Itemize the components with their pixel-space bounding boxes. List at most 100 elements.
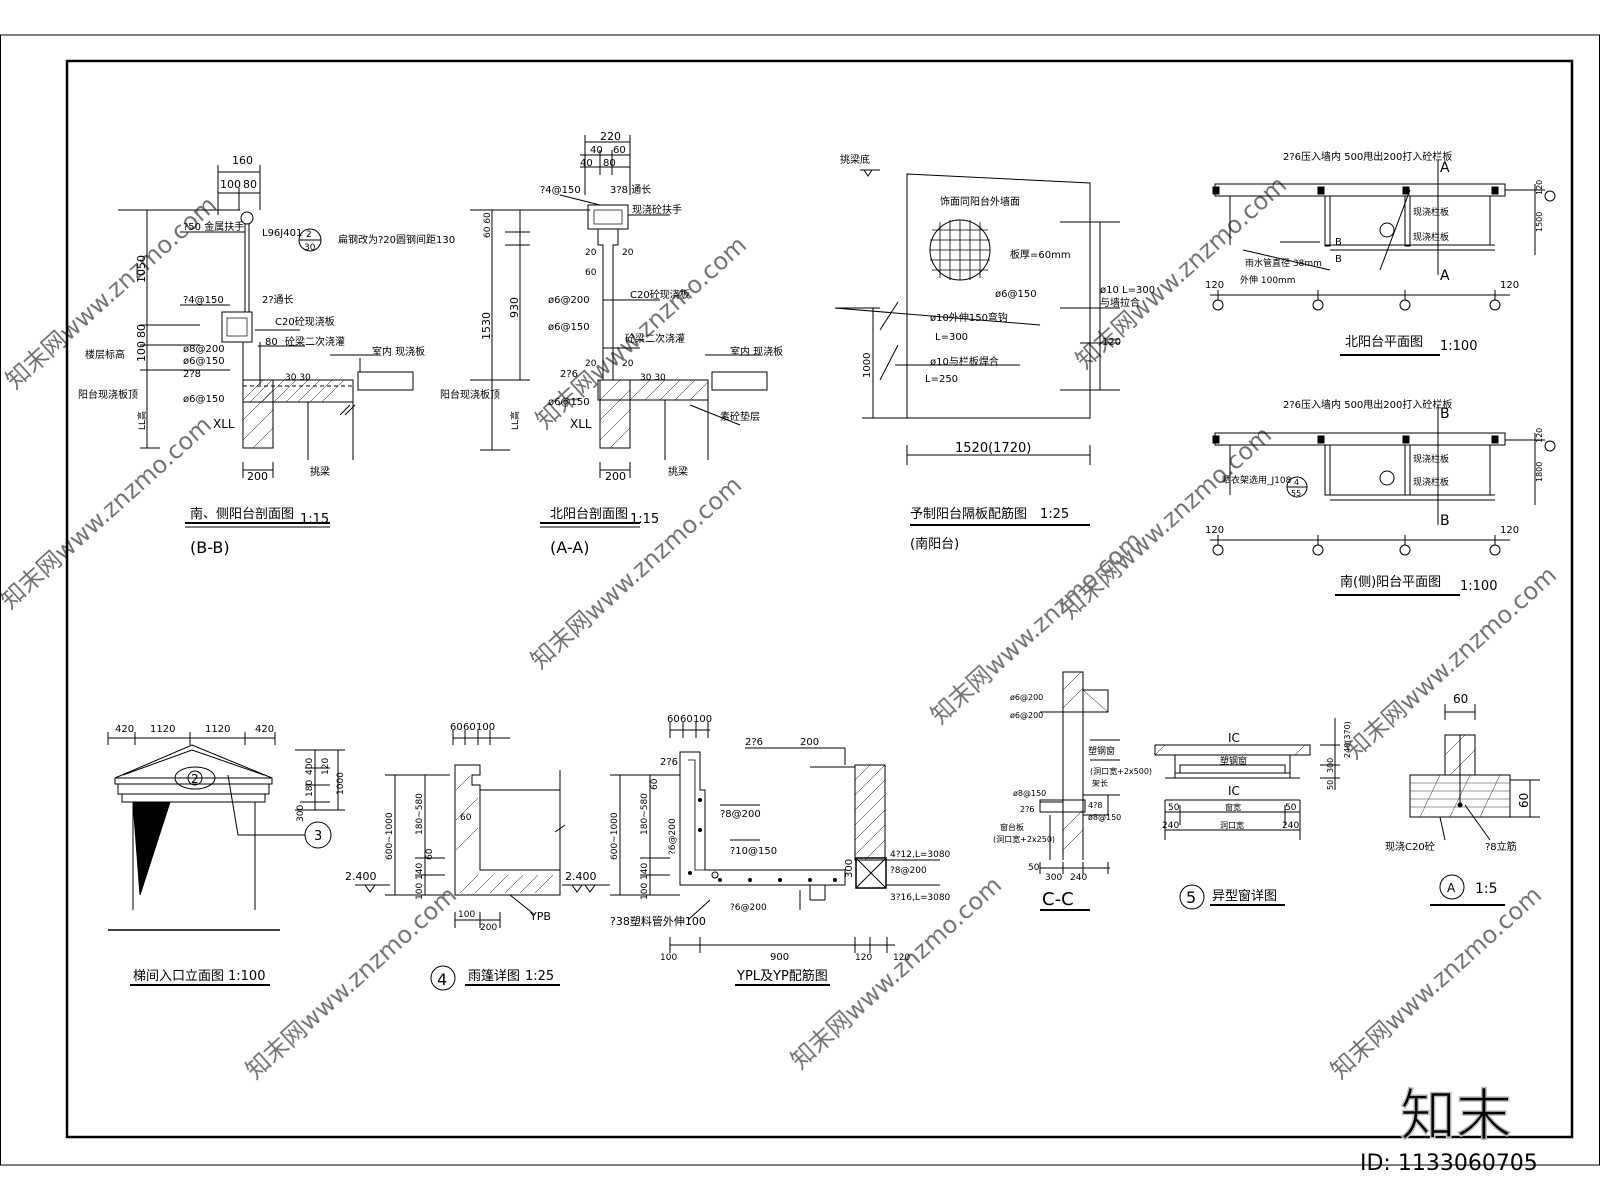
note-rack: 晒衣架选用_J108 <box>1222 474 1292 486</box>
label-3030: 30 30 <box>640 373 666 383</box>
dim-range1: 600~1000 <box>610 812 620 860</box>
dim-ll: LL高 <box>509 411 521 430</box>
detail-a-text: 60 60 现浇C20砼 ?8立筋 A 1:5 <box>1385 692 1531 897</box>
label-2-8: 2?8 <box>183 369 201 380</box>
label-8at150b: ø8@150 <box>1088 813 1121 822</box>
window-num: 5 <box>1186 888 1196 907</box>
panel-subtitle: (南阳台) <box>910 536 959 552</box>
dim-120a: 120 <box>1205 525 1224 536</box>
dim-120a: 120 <box>855 953 872 963</box>
dim-60c: 60 <box>650 778 660 790</box>
label-8at200: ø8@200 <box>183 344 225 355</box>
dim-range1: 600~1000 <box>385 812 395 860</box>
south-plan-ref-bubble: 4 55 <box>1286 476 1308 498</box>
dim-300: 300 <box>1045 873 1062 883</box>
south-plan-title: 南(侧)阳台平面图 <box>1340 574 1441 590</box>
circle-2: 2 <box>191 772 199 786</box>
label-span: 架长 <box>1092 778 1108 788</box>
canopy-scale: 1:25 <box>525 969 554 984</box>
label-2-6b: 2?6 <box>660 757 678 768</box>
dim-50: 50 <box>1326 780 1335 790</box>
label-window: 塑钢窗 <box>1088 745 1115 757</box>
label-sill: 窗台板 <box>1000 822 1024 832</box>
label-6at150: ø6@150 <box>995 289 1037 300</box>
south-section-ref-bubble: 2 30 <box>298 228 322 253</box>
dim-200: 200 <box>247 470 268 483</box>
label-slab-top: 阳台现浇板顶 <box>440 388 500 401</box>
mark-b1: B <box>1335 237 1342 248</box>
dim-60b: 60 <box>680 714 693 725</box>
dim-40b: 40 <box>580 158 593 169</box>
north-section-scale: 1:15 <box>630 512 659 527</box>
label-indoor-slab: 室内 现浇板 <box>372 345 425 358</box>
label-window-width: 窗宽 <box>1225 802 1241 812</box>
south-section-drawing <box>118 165 414 528</box>
detail-a-drawing <box>1409 704 1540 906</box>
dim-400: 400 <box>305 758 315 775</box>
label-8at150a: ø8@150 <box>1013 789 1046 798</box>
label-20a: 20 <box>585 248 597 258</box>
dim-60d: 60 <box>425 848 435 860</box>
dim-100c: 100 <box>458 910 475 920</box>
dim-120b: 120 <box>1500 280 1519 291</box>
label-pipe: ?38塑料管外伸100 <box>610 914 706 928</box>
dim-420a: 420 <box>115 724 134 735</box>
ypl-text: 60 60 100 600~1000 180~580 60 140 100 10… <box>565 714 951 984</box>
label-c20: 现浇C20砼 <box>1385 840 1435 853</box>
dim-240b: 240 <box>1282 821 1299 831</box>
dim-80b: 80 <box>135 324 148 338</box>
window-drawing <box>1154 718 1340 910</box>
label-8at200: ?8@200 <box>720 809 761 820</box>
dim-240a: 240 <box>1162 821 1179 831</box>
rail-2: 现浇栏板 <box>1413 231 1449 243</box>
label-3-16: 3?16,L=3080 <box>890 893 951 903</box>
north-section-drawing <box>470 135 768 528</box>
ypl-drawing <box>575 722 940 986</box>
label-xll: XLL <box>213 417 235 431</box>
dim-300: 300 <box>296 805 306 822</box>
label-20c: 20 <box>585 359 597 369</box>
dim-80: 80 <box>243 178 257 191</box>
watermark-layer: 知末网www.znzmo.com 知末网www.znzmo.com 知末网www… <box>0 171 1562 1085</box>
dim-1120a: 1120 <box>150 724 175 735</box>
dim-900: 900 <box>770 952 789 963</box>
dim-120c: 120 <box>1535 180 1544 195</box>
dim-range2: 180~580 <box>415 793 425 835</box>
dim-420b: 420 <box>255 724 274 735</box>
note-outward: 外伸 100mm <box>1240 274 1296 286</box>
panel-drawing <box>834 169 1120 526</box>
label-3-8: 3?8 通长 <box>610 184 651 196</box>
label-6at150b: ø6@150 <box>548 397 590 408</box>
label-8-vertical: ?8立筋 <box>1485 840 1517 853</box>
canopy-num: 4 <box>437 970 447 989</box>
label-xll: XLL <box>570 417 592 431</box>
panel-text: 挑梁底 饰面同阳台外墙面 板厚=60mm ø6@150 ø10外伸150弯钩 L… <box>840 153 1155 552</box>
section-b-top: B <box>1440 406 1450 422</box>
dim-50b: 50 <box>1285 803 1297 813</box>
dim-180: 180 <box>305 780 315 797</box>
label-2-6a: 2?6 <box>745 737 763 748</box>
label-l300: L=300 <box>935 332 968 343</box>
ref-num: 4 <box>1294 478 1299 487</box>
detail-a-scale: 1:5 <box>1475 881 1498 897</box>
dim-50a: 50 <box>1168 803 1180 813</box>
label-3030: 30 30 <box>285 373 311 383</box>
label-200: 200 <box>800 737 819 748</box>
label-cantilever: 挑梁 <box>310 465 330 478</box>
label-1000: 1000 <box>862 353 873 378</box>
dim-160: 160 <box>232 154 253 167</box>
north-plan-scale: 1:100 <box>1440 339 1477 354</box>
label-finish: 饰面同阳台外墙面 <box>940 195 1020 208</box>
label-beam-pour: 砼梁二次浇灌 <box>285 335 345 348</box>
note-rebar: 2?6压入墙内 500甩出200打入砼栏板 <box>1283 398 1452 411</box>
ref-num: 2 <box>306 230 312 240</box>
south-section-text: 160 100 80 1050 80 100 LL高 200 ?50 金属扶手 … <box>78 154 455 557</box>
dim-140: 140 <box>415 863 425 880</box>
outer-border <box>0 34 1600 1166</box>
label-20d: 20 <box>622 359 634 369</box>
entrance-title: 梯间入口立面图 <box>133 969 224 984</box>
label-l96: L96J401 <box>262 228 302 239</box>
label-6at150: ø6@150 <box>183 356 225 367</box>
dim-ll: LL高 <box>136 411 148 430</box>
dim-6060: 60 60 <box>483 212 493 238</box>
